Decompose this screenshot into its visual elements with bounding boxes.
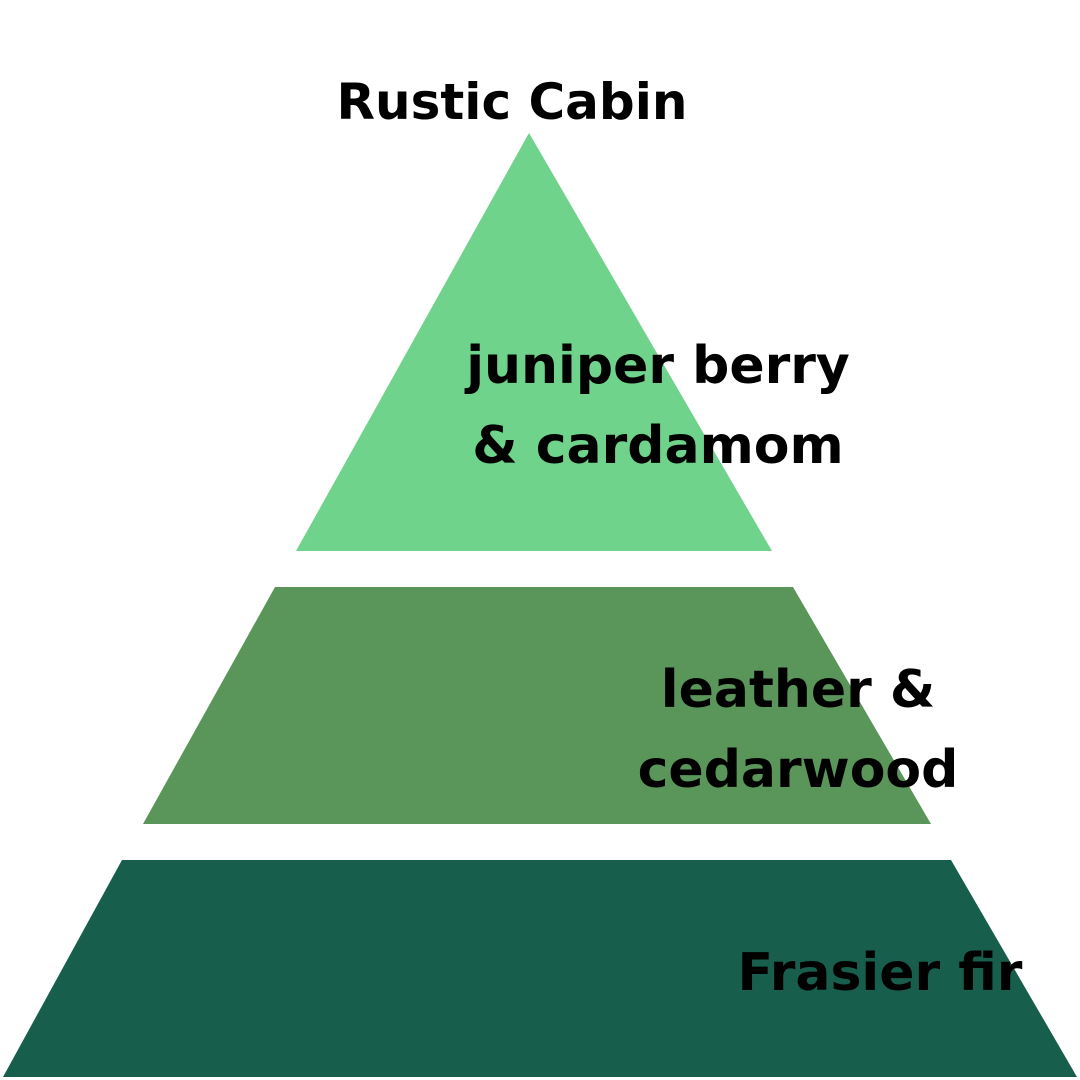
- middle-notes-line: cedarwood: [637, 740, 959, 800]
- middle-notes-label: leather & cedarwood: [548, 650, 1048, 810]
- base-notes-label: Frasier fir: [630, 933, 1080, 1013]
- middle-notes-line: leather &: [660, 660, 936, 720]
- pyramid-title: Rustic Cabin: [336, 73, 688, 131]
- top-tier-triangle: [296, 133, 772, 551]
- top-notes-line: juniper berry: [466, 336, 850, 396]
- top-notes-line: & cardamom: [472, 416, 844, 476]
- top-notes-label: juniper berry & cardamom: [408, 326, 908, 486]
- middle-tier-trapezoid: [143, 587, 931, 824]
- bottom-tier-trapezoid: [3, 860, 1077, 1077]
- base-notes-line: Frasier fir: [737, 943, 1023, 1003]
